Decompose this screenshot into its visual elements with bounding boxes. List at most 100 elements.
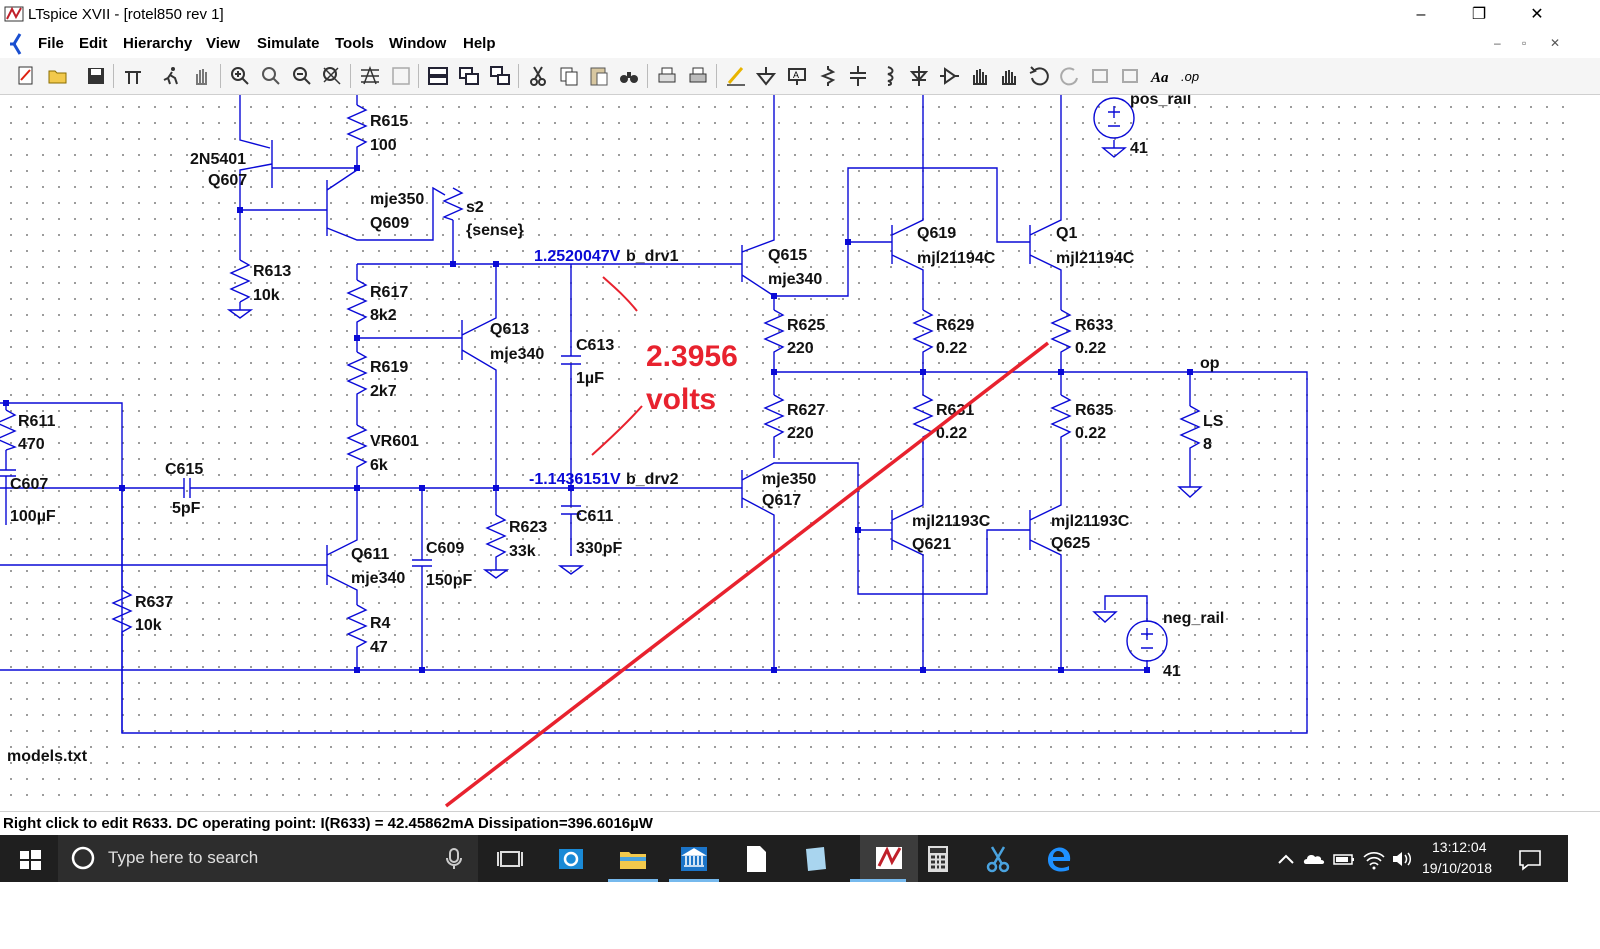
app-notepad-icon[interactable] xyxy=(800,843,832,875)
text-icon[interactable]: Aa xyxy=(1150,64,1174,88)
minimize-button[interactable]: – xyxy=(1416,6,1426,23)
halt-hand-icon[interactable] xyxy=(190,64,214,88)
calculator-icon[interactable] xyxy=(922,843,954,875)
cut-icon[interactable] xyxy=(526,64,550,88)
menu-simulate[interactable]: Simulate xyxy=(257,35,320,52)
task-view-icon[interactable] xyxy=(494,843,526,875)
pos-rail-name[interactable]: pos_rail xyxy=(1130,95,1191,108)
q609-name[interactable]: Q609 xyxy=(370,215,409,232)
taskbar-search-box[interactable]: Type here to search xyxy=(58,835,478,882)
menu-edit[interactable]: Edit xyxy=(79,35,108,52)
print-icon[interactable] xyxy=(686,64,710,88)
net-b-drv1-label[interactable]: b_drv1 xyxy=(626,248,679,265)
resistor-icon[interactable] xyxy=(816,64,840,88)
r613-value[interactable]: 10k xyxy=(253,287,280,304)
drag-hand-icon[interactable] xyxy=(997,64,1021,88)
c613-name[interactable]: C613 xyxy=(576,337,614,354)
action-center-icon[interactable] xyxy=(1514,843,1542,875)
r613-name[interactable]: R613 xyxy=(253,263,291,280)
battery-icon[interactable] xyxy=(1328,843,1354,875)
tile-horizontal-icon[interactable] xyxy=(426,64,450,88)
r629-name[interactable]: R629 xyxy=(936,317,974,334)
microphone-icon[interactable] xyxy=(444,847,464,871)
r629-value[interactable]: 0.22 xyxy=(936,340,967,357)
new-schematic-icon[interactable] xyxy=(14,64,38,88)
tile-vertical-icon[interactable] xyxy=(457,64,481,88)
q617-model[interactable]: mje350 xyxy=(762,471,816,488)
find-icon[interactable] xyxy=(617,64,641,88)
document-icon[interactable] xyxy=(740,843,772,875)
r619-name[interactable]: R619 xyxy=(370,359,408,376)
maximize-button[interactable]: ❐ xyxy=(1471,6,1487,23)
diode-icon[interactable] xyxy=(907,64,931,88)
q615-model[interactable]: mje340 xyxy=(768,271,822,288)
print-setup-icon[interactable] xyxy=(655,64,679,88)
autorange-icon[interactable] xyxy=(358,64,382,88)
c615-name[interactable]: C615 xyxy=(165,461,203,478)
cascade-icon[interactable] xyxy=(488,64,512,88)
q1-name[interactable]: Q1 xyxy=(1056,225,1077,242)
r611-name[interactable]: R611 xyxy=(18,413,55,430)
inductor-icon[interactable] xyxy=(876,64,900,88)
net-b-drv2-label[interactable]: b_drv2 xyxy=(626,471,679,488)
r611-value[interactable]: 470 xyxy=(18,436,45,453)
q611-name[interactable]: Q611 xyxy=(351,546,389,563)
r631-value[interactable]: 0.22 xyxy=(936,425,967,442)
neg-rail-name[interactable]: neg_rail xyxy=(1163,610,1224,627)
app-bank-icon[interactable] xyxy=(678,843,710,875)
c611-name[interactable]: C611 xyxy=(576,508,613,525)
ls-value[interactable]: 8 xyxy=(1203,436,1212,453)
r627-name[interactable]: R627 xyxy=(787,402,825,419)
r637-name[interactable]: R637 xyxy=(135,594,173,611)
redo-icon[interactable] xyxy=(1058,64,1082,88)
mdi-restore-button[interactable]: ▫ xyxy=(1522,36,1527,50)
q621-name[interactable]: Q621 xyxy=(912,536,951,553)
r635-value[interactable]: 0.22 xyxy=(1075,425,1106,442)
c609-value[interactable]: 150pF xyxy=(426,572,472,589)
r617-value[interactable]: 8k2 xyxy=(370,307,397,324)
file-explorer-icon[interactable] xyxy=(617,843,649,875)
r627-value[interactable]: 220 xyxy=(787,425,814,442)
r625-name[interactable]: R625 xyxy=(787,317,825,334)
q619-name[interactable]: Q619 xyxy=(917,225,956,242)
r617-name[interactable]: R617 xyxy=(370,284,408,301)
mdi-close-button[interactable]: ✕ xyxy=(1550,36,1561,50)
q615-name[interactable]: Q615 xyxy=(768,247,807,264)
r4-name[interactable]: R4 xyxy=(370,615,391,632)
s2-value[interactable]: {sense} xyxy=(466,222,524,239)
q613-model[interactable]: mje340 xyxy=(490,346,544,363)
ltspice-taskbar-icon[interactable] xyxy=(860,835,918,882)
r619-value[interactable]: 2k7 xyxy=(370,383,397,400)
menu-help[interactable]: Help xyxy=(463,35,496,52)
q607-name[interactable]: Q607 xyxy=(208,172,247,189)
ls-name[interactable]: LS xyxy=(1203,413,1224,430)
windows-start-icon[interactable] xyxy=(14,843,46,875)
pos-rail-value[interactable]: 41 xyxy=(1130,140,1148,157)
r635-name[interactable]: R635 xyxy=(1075,402,1113,419)
r623-name[interactable]: R623 xyxy=(509,519,547,536)
wifi-icon[interactable] xyxy=(1358,843,1385,875)
q621-model[interactable]: mjl21193C xyxy=(912,513,991,530)
menu-tools[interactable]: Tools xyxy=(335,35,374,52)
c609-name[interactable]: C609 xyxy=(426,540,464,557)
c611-value[interactable]: 330pF xyxy=(576,540,622,557)
spice-directive-icon[interactable]: .op xyxy=(1180,64,1204,88)
vr601-value[interactable]: 6k xyxy=(370,457,388,474)
zoom-in-icon[interactable] xyxy=(228,64,252,88)
r615-value[interactable]: 100 xyxy=(370,137,397,154)
edge-browser-icon[interactable] xyxy=(1043,843,1075,875)
ltspice-app-icon[interactable] xyxy=(4,4,24,24)
vertical-scrollbar[interactable] xyxy=(1568,95,1600,810)
q611-model[interactable]: mje340 xyxy=(351,570,405,587)
tray-chevron-up-icon[interactable] xyxy=(1270,843,1294,875)
q609-model[interactable]: mje350 xyxy=(370,191,424,208)
app-outlook-icon[interactable] xyxy=(555,843,587,875)
schematic-canvas[interactable]: R615 100 2N5401 Q607 mje350 Q609 s2 {sen… xyxy=(0,95,1568,810)
r637-value[interactable]: 10k xyxy=(135,617,162,634)
q613-name[interactable]: Q613 xyxy=(490,321,529,338)
net-op-label[interactable]: op xyxy=(1200,355,1220,372)
menu-hierarchy[interactable]: Hierarchy xyxy=(123,35,193,52)
clock-time[interactable]: 13:12:04 xyxy=(1432,839,1487,855)
q625-name[interactable]: Q625 xyxy=(1051,535,1090,552)
r633-name[interactable]: R633 xyxy=(1075,317,1113,334)
